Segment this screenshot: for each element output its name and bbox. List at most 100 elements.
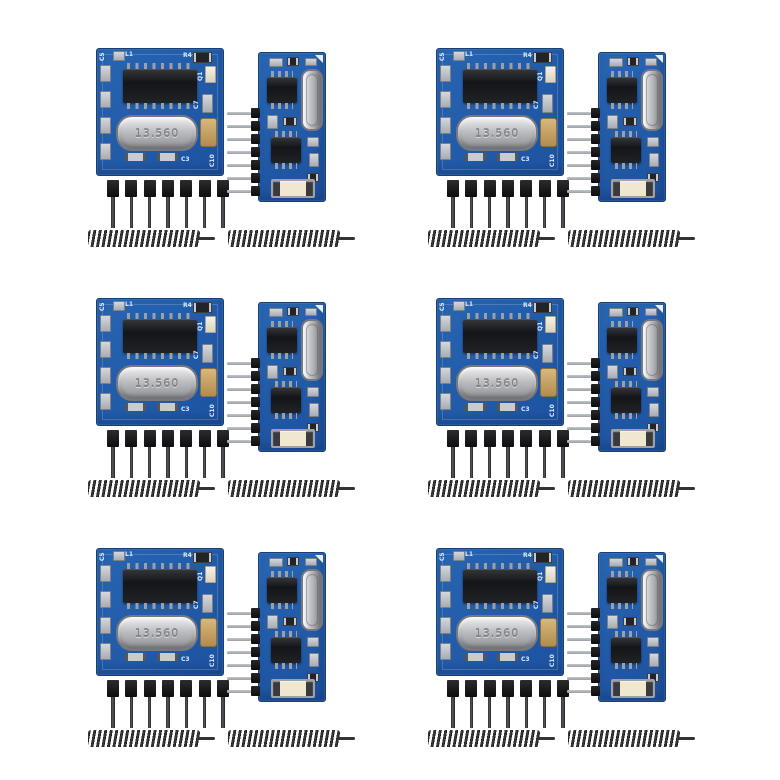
capacitor-smd (202, 344, 213, 363)
encoder-ic-chip (123, 563, 197, 609)
resistor-smd (627, 307, 639, 316)
transmitter-pin (483, 430, 496, 480)
tantalum-capacitor (540, 118, 557, 147)
capacitor-smd (267, 115, 278, 129)
silkscreen-label: C10 (209, 154, 216, 167)
rf-module-kit: 13.560 C5 L1 R4 Q1 C7 C3 C10 (428, 42, 698, 254)
inductor-smd (453, 551, 465, 561)
antenna-coil (88, 480, 200, 497)
pin-header-block (161, 430, 174, 447)
pin-header-block (251, 160, 260, 170)
crystal-frequency-marking: 13.560 (474, 126, 520, 140)
receiver-pin (567, 384, 600, 394)
capacitor-smd (440, 393, 451, 410)
capacitor-smd (647, 137, 659, 147)
pin-lead (567, 624, 591, 628)
pin-lead (567, 413, 591, 417)
silkscreen-label: C3 (181, 656, 190, 663)
pin-lead (487, 197, 492, 228)
tantalum-capacitor (200, 368, 217, 397)
pin-lead (202, 197, 207, 228)
transmitter-module: 13.560 C5 L1 R4 Q1 C7 C3 C10 (436, 48, 569, 228)
silkscreen-label: C10 (209, 654, 216, 667)
spring-antenna (568, 730, 696, 747)
pin-header-block (465, 680, 478, 697)
receiver-module (258, 552, 326, 702)
inductor-smd (453, 301, 465, 311)
receiver-pin (227, 134, 260, 144)
pin-lead (221, 697, 225, 728)
capacitor-smd (440, 117, 451, 134)
transmitter-pin (107, 180, 119, 230)
pin-header-block (591, 186, 600, 196)
pin-lead (561, 197, 565, 228)
crystal-oscillator (641, 319, 663, 381)
pin-header-block (251, 371, 260, 381)
spring-antenna (88, 230, 216, 247)
pin-header-block (447, 180, 459, 197)
receiver-module (598, 302, 666, 452)
receiver-pin (227, 358, 260, 368)
silkscreen-label: C3 (181, 406, 190, 413)
pin-header-block (251, 686, 260, 696)
receiver-pin (567, 397, 600, 407)
receiver-pin (227, 160, 260, 170)
transmitter-pin (556, 430, 569, 480)
pin-header-block (180, 680, 193, 697)
transmitter-pin (125, 430, 138, 480)
pin-header-block (251, 608, 260, 618)
receiver-pin (567, 608, 600, 618)
receiver-pin-header (227, 358, 260, 446)
pin-lead (567, 650, 591, 654)
inductor-smd (453, 51, 465, 61)
pin-lead (227, 663, 251, 667)
pin-lead (166, 447, 170, 478)
silkscreen-label: L1 (465, 551, 473, 558)
antenna-coil (88, 230, 200, 247)
pin-header-block (483, 180, 496, 197)
pin-lead (221, 447, 225, 478)
antenna-lead-wire (198, 487, 215, 490)
transmitter-pin (465, 680, 478, 730)
pin-lead (227, 124, 251, 128)
led-smd (545, 316, 556, 333)
transmitter-pin (520, 430, 533, 480)
pin-header-block (125, 180, 138, 197)
transmitter-pin-header (107, 680, 229, 730)
transmitter-pin (125, 180, 138, 230)
silkscreen-triangle-marker (655, 55, 663, 63)
led-smd (205, 566, 216, 583)
pin-header-block (180, 180, 193, 197)
crystal-oscillator: 13.560 (116, 115, 198, 151)
resonator-smd (465, 403, 486, 411)
pin-header-block (538, 430, 551, 447)
transmitter-module: 13.560 C5 L1 R4 Q1 C7 C3 C10 (96, 548, 229, 728)
pin-lead (487, 697, 492, 728)
resistor-smd (287, 57, 299, 66)
pin-lead (567, 111, 591, 115)
pin-lead (567, 689, 591, 693)
crystal-oscillator: 13.560 (116, 615, 198, 651)
pin-header-block (161, 680, 174, 697)
receiver-pin (227, 423, 260, 433)
receiver-pin (227, 660, 260, 670)
receiver-pin (567, 410, 600, 420)
pin-header-block (251, 186, 260, 196)
resistor-smd (193, 52, 212, 63)
silkscreen-triangle-marker (655, 555, 663, 563)
pin-header-block (251, 108, 260, 118)
pin-lead (567, 387, 591, 391)
encoder-ic-chip (123, 63, 197, 109)
crystal-oscillator: 13.560 (456, 365, 538, 401)
capacitor-smd (440, 367, 451, 384)
capacitor-smd (542, 594, 553, 613)
resistor-smd (533, 552, 552, 563)
antenna-lead-wire (678, 237, 695, 240)
capacitor-smd (649, 653, 659, 667)
pin-lead (451, 447, 455, 478)
transmitter-pin (216, 180, 229, 230)
antenna-lead-wire (678, 487, 695, 490)
spring-antenna (88, 730, 216, 747)
silkscreen-label: C7 (533, 350, 540, 359)
antenna-lead-wire (538, 737, 555, 740)
